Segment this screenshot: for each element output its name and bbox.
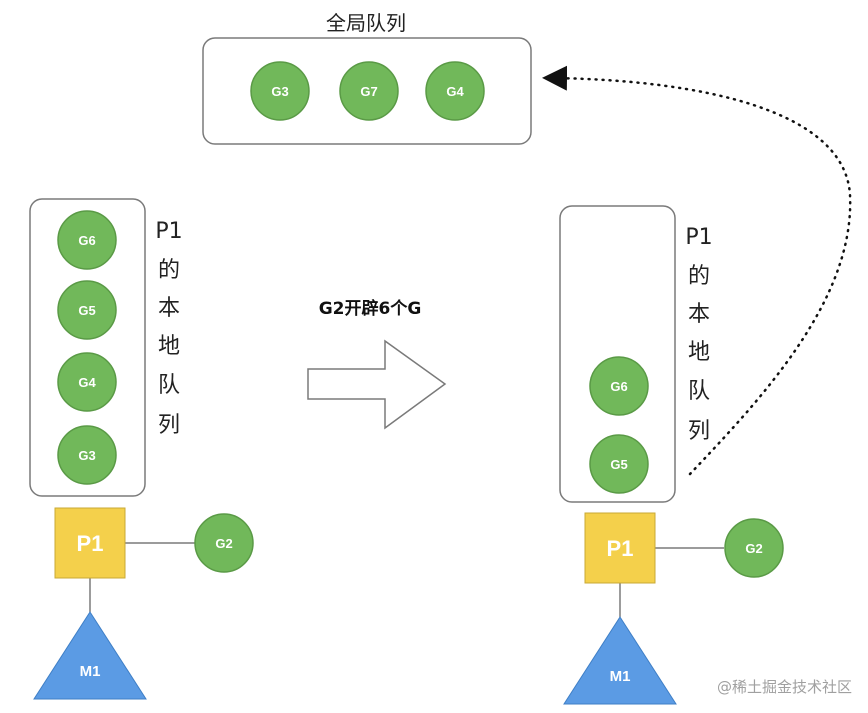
svg-text:P1: P1: [685, 225, 712, 250]
left-local-queue-box: [29, 198, 146, 497]
right-local-queue-item: G6: [589, 356, 649, 416]
svg-text:本: 本: [158, 296, 180, 321]
svg-text:G6: G6: [78, 233, 95, 248]
svg-text:G4: G4: [78, 375, 96, 390]
svg-text:地: 地: [688, 340, 710, 365]
svg-text:G3: G3: [78, 448, 95, 463]
left-local-queue-label: P1 的 本 地 队 列: [155, 219, 182, 438]
right-machine: M1: [563, 616, 677, 705]
right-local-queue-label: P1 的 本 地 队 列: [685, 225, 712, 444]
global-queue-item: G7: [339, 61, 399, 121]
transition-arrow: [307, 339, 447, 430]
svg-text:G2: G2: [745, 541, 762, 556]
left-running-goroutine: G2: [194, 513, 254, 573]
move-to-global-queue-arrow: [542, 65, 852, 476]
left-machine: M1: [33, 611, 147, 700]
svg-text:G7: G7: [360, 84, 377, 99]
global-queue-item: G3: [250, 61, 310, 121]
left-processor: P1: [54, 507, 126, 579]
svg-text:本: 本: [688, 302, 710, 327]
left-local-queue-item: G5: [57, 280, 117, 340]
svg-text:P1: P1: [155, 219, 182, 244]
svg-text:地: 地: [158, 334, 180, 359]
global-queue-item: G4: [425, 61, 485, 121]
right-processor: P1: [584, 512, 656, 584]
svg-text:队: 队: [158, 373, 180, 398]
right-local-queue-box: [559, 205, 676, 503]
transition-label: G2开辟6个G: [319, 298, 422, 319]
global-queue-title: 全局队列: [326, 11, 406, 35]
svg-text:G5: G5: [610, 457, 627, 472]
svg-text:P1: P1: [607, 536, 634, 561]
svg-text:G6: G6: [610, 379, 627, 394]
left-local-queue-item: G6: [57, 210, 117, 270]
svg-text:列: 列: [688, 419, 710, 444]
svg-text:G2: G2: [215, 536, 232, 551]
svg-text:列: 列: [158, 413, 180, 438]
left-local-queue-item: G4: [57, 352, 117, 412]
svg-text:G3: G3: [271, 84, 288, 99]
svg-text:M1: M1: [80, 663, 101, 680]
right-running-goroutine: G2: [724, 518, 784, 578]
svg-text:G5: G5: [78, 303, 95, 318]
left-local-queue-item: G3: [57, 425, 117, 485]
right-local-queue-item: G5: [589, 434, 649, 494]
watermark: @稀土掘金技术社区: [717, 678, 852, 696]
svg-text:队: 队: [688, 379, 710, 404]
svg-text:G4: G4: [446, 84, 464, 99]
svg-text:的: 的: [688, 264, 710, 289]
svg-text:M1: M1: [610, 668, 631, 685]
svg-text:的: 的: [158, 258, 180, 283]
svg-text:P1: P1: [77, 531, 104, 556]
